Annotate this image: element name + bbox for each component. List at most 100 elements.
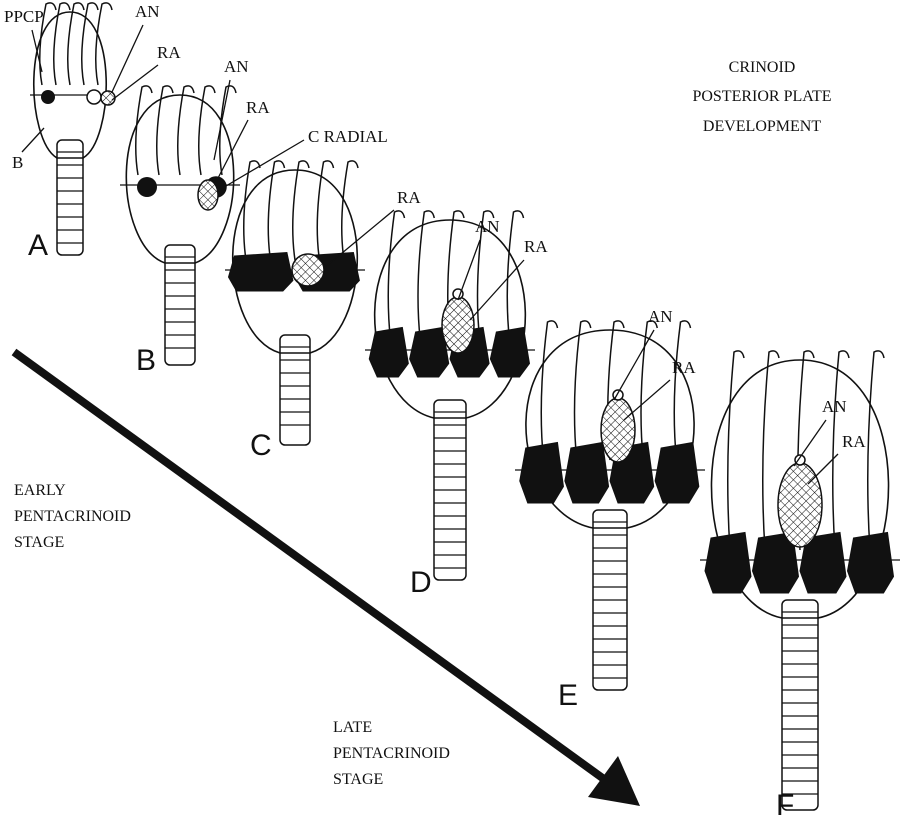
arm [67,2,85,86]
specimen-b [120,85,240,366]
arm [135,85,153,176]
arm [540,320,559,461]
arm [316,160,335,261]
radial-plate [137,177,157,197]
arm [387,210,406,341]
arm [727,350,745,551]
arm [177,85,195,176]
radianal-plate [100,90,116,106]
label-an-b: AN [224,57,249,76]
specimen-letter-e: E [558,679,578,712]
arm [673,320,692,461]
early-stage-line-3: STAGE [14,534,64,551]
late-stage-line-3: STAGE [333,771,383,788]
radial-plate [86,89,102,105]
radianal-plate [291,253,325,287]
radial-plate [489,326,531,378]
arm [219,85,237,176]
arm [243,160,261,261]
arm [417,210,435,341]
callouts-b: AN RA C RADIAL [213,57,388,187]
label-ra-c: RA [397,188,421,207]
callouts-e: AN RA [613,307,696,421]
arm [198,85,216,176]
arm [867,350,885,551]
radianal-plate [441,296,475,354]
title-line-3: DEVELOPMENT [703,118,821,135]
label-ra-d: RA [524,237,548,256]
specimen-e [515,320,705,691]
arm [762,350,780,551]
calyx-cup [125,94,235,264]
label-b: B [12,153,23,172]
arm [156,85,174,176]
arm [39,2,57,86]
specimen-a [30,2,116,256]
late-stage-label: LATE PENTACRINOID STAGE [333,719,450,788]
radial-plate [41,90,55,104]
arm [267,160,286,261]
arm [341,160,359,261]
calyx-cup [710,359,890,619]
radial-plate [799,531,847,594]
specimen-letter-c: C [250,429,272,462]
anal-plate [794,454,806,466]
specimen-c [225,160,365,446]
specimen-f [700,350,900,811]
label-ppcp: PPCP [4,7,44,26]
label-ra-f: RA [842,432,866,451]
radial-plate [519,441,564,504]
title-line-2: POSTERIOR PLATE [692,88,831,105]
arm [640,320,658,461]
label-an-d: AN [475,217,500,236]
stem [781,599,819,811]
label-ra-a: RA [157,43,181,62]
radial-plate [654,441,700,504]
label-c-radial: C RADIAL [308,127,388,146]
arm [81,2,99,86]
specimen-letter-b: B [136,344,156,377]
calyx-cup [373,219,527,419]
specimen-letter-a: A [28,229,48,262]
specimen-letter-f: F [776,789,794,822]
arm [573,320,592,461]
stem [56,139,84,256]
early-stage-line-1: EARLY [14,482,66,499]
callouts-a: PPCP AN RA B [4,2,181,172]
arm [95,2,113,86]
radianal-plate [197,179,219,211]
radial-plate [846,531,895,594]
early-stage-label: EARLY PENTACRINOID STAGE [14,482,131,551]
calyx-cup [525,329,695,529]
specimen-d [365,210,535,581]
arm [292,160,310,261]
calyx-cup [231,169,359,354]
diagram-title: CRINOID POSTERIOR PLATE DEVELOPMENT [692,59,831,135]
late-stage-line-1: LATE [333,719,372,736]
label-ra-b: RA [246,98,270,117]
late-stage-line-2: PENTACRINOID [333,745,450,762]
callouts-c: RA [323,188,421,269]
radial-plate [368,326,409,378]
early-stage-line-2: PENTACRINOID [14,508,131,525]
radial-plate [704,531,752,594]
radial-plate [564,441,610,504]
callouts-d: AN RA [457,217,548,321]
label-ra-e: RA [672,358,696,377]
label-an-e: AN [648,307,673,326]
specimen-letter-d: D [410,566,432,599]
radianal-plate [777,462,823,548]
radianal-plate [600,397,636,463]
stem [279,334,311,446]
label-an-a: AN [135,2,160,21]
radial-plate [227,251,294,292]
arm [832,350,850,551]
title-line-1: CRINOID [729,59,796,76]
arm [53,2,71,86]
arm [506,210,525,341]
calyx-cup [32,11,108,159]
development-arrow [11,348,640,806]
specimens-group [30,2,900,811]
